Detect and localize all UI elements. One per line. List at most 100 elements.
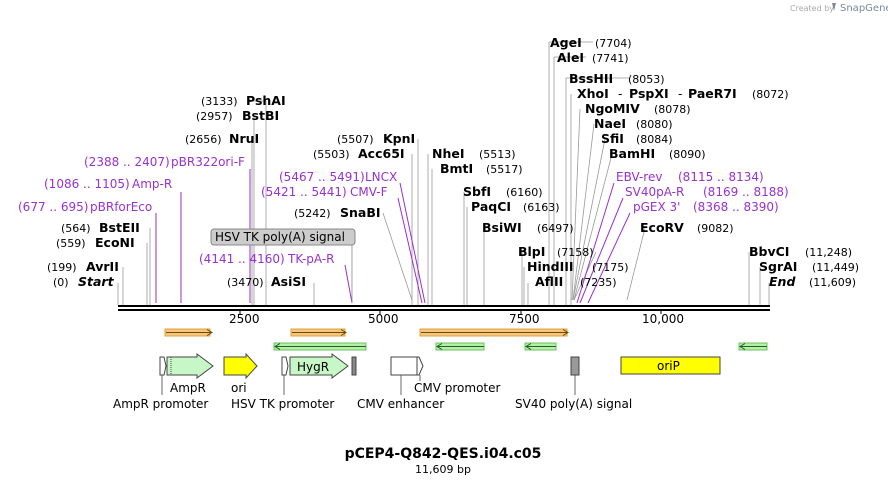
primer-pbr322ori-range: (2388 .. 2407) (84, 155, 170, 169)
feature-cmv-promoter[interactable]: CMV promoter (414, 381, 501, 395)
sv40-polya-shape[interactable] (570, 356, 580, 376)
site-agei[interactable]: AgeI (550, 35, 582, 50)
site-bbvci[interactable]: BbvCI (749, 244, 789, 259)
orip-shape[interactable] (620, 356, 721, 375)
site-xhoi-sep1: - (618, 87, 622, 101)
primer-sv40par[interactable]: SV40pA-R (625, 185, 684, 199)
site-end[interactable]: End (769, 274, 796, 289)
site-bsteii[interactable]: BstEII (99, 220, 140, 235)
primer-pbrforeco[interactable]: pBRforEco (90, 200, 152, 214)
site-bsshii[interactable]: BssHII (569, 71, 613, 86)
site-snabi[interactable]: SnaBI (340, 205, 381, 220)
site-snabi-pos: (5242) (294, 207, 331, 220)
feature-ampr[interactable]: AmpR (170, 381, 206, 395)
site-bstbi[interactable]: BstBI (242, 108, 279, 123)
ampr-promoter-shape[interactable] (159, 356, 167, 376)
site-afiii[interactable]: AflII (535, 274, 563, 289)
site-kpni[interactable]: KpnI (383, 131, 415, 146)
primer-labels: (2388 .. 2407) pBR322ori-F (1086 .. 1105… (18, 155, 789, 266)
site-avrii-pos: (199) (47, 261, 77, 274)
site-sfii[interactable]: SfiI (601, 131, 624, 146)
site-ecorv-pos: (9082) (697, 222, 734, 235)
site-naei-pos: (8080) (636, 118, 673, 131)
primer-pgex3[interactable]: pGEX 3' (633, 200, 680, 214)
feature-sv40[interactable]: SV40 poly(A) signal (515, 397, 632, 411)
site-acc65i[interactable]: Acc65I (358, 146, 405, 161)
hygr-shape[interactable] (289, 353, 349, 379)
cmv-promoter-shape[interactable] (416, 356, 424, 376)
site-xhoi-pos: (8072) (752, 88, 789, 101)
site-ngomiv[interactable]: NgoMIV (585, 101, 640, 116)
site-sbfi[interactable]: SbfI (463, 184, 491, 199)
primer-ebvrev[interactable]: EBV-rev (616, 170, 662, 184)
site-econi[interactable]: EcoNI (95, 235, 135, 250)
feature-ampr-promoter[interactable]: AmpR promoter (113, 397, 208, 411)
feature-ori[interactable]: ori (231, 381, 247, 395)
site-acc65i-pos: (5503) (313, 148, 350, 161)
site-blpi[interactable]: BlpI (518, 244, 545, 259)
site-bmti[interactable]: BmtI (440, 161, 473, 176)
site-bsshii-pos: (8053) (628, 73, 665, 86)
backbone (118, 305, 770, 314)
site-nhei[interactable]: NheI (432, 146, 465, 161)
site-paqci-pos: (6163) (523, 201, 560, 214)
site-pshai[interactable]: PshAI (246, 93, 286, 108)
primer-pbrforeco-range: (677 .. 695) (18, 200, 88, 214)
site-agei-pos: (7704) (595, 37, 632, 50)
site-naei[interactable]: NaeI (594, 116, 626, 131)
primer-cmvf[interactable]: CMV-F (350, 185, 388, 199)
site-alei[interactable]: AleI (557, 50, 584, 65)
cmv-enhancer-shape[interactable] (390, 356, 418, 376)
primer-tkpa[interactable]: TK-pA-R (287, 252, 335, 266)
ruler-5000: 5000 (368, 312, 399, 326)
site-hindiii-pos: (7175) (592, 261, 629, 274)
site-start[interactable]: Start (78, 274, 115, 289)
site-afiii-pos: (7235) (580, 276, 617, 289)
site-alei-pos: (7741) (592, 52, 629, 65)
hsv-tk-promoter-shape[interactable] (281, 356, 289, 376)
site-nhei-pos: (5513) (479, 148, 516, 161)
primer-cmvf-range: (5421 .. 5441) (261, 185, 347, 199)
site-nrui[interactable]: NruI (229, 131, 259, 146)
primer-lines (155, 169, 631, 304)
site-paer7i[interactable]: PaeR7I (688, 86, 737, 101)
site-bsteii-pos: (564) (61, 222, 91, 235)
primer-pbr322ori[interactable]: pBR322ori-F (171, 155, 245, 169)
site-labels: AgeI (7704) AleI (7741) BssHII (8053) Xh… (47, 35, 859, 289)
hsv-tk-polya-box[interactable] (210, 228, 356, 246)
primer-ampr-range: (1086 .. 1105) (44, 177, 130, 191)
site-sgrai[interactable]: SgrAI (759, 259, 797, 274)
site-bbvci-pos: (11,248) (805, 246, 852, 259)
primer-pgex3-range: (8368 .. 8390) (693, 200, 779, 214)
hsv-polya-shape[interactable] (351, 356, 357, 376)
site-bsiwi[interactable]: BsiWI (482, 220, 522, 235)
credit-text: Created by (790, 4, 834, 13)
site-bamhi[interactable]: BamHI (609, 146, 655, 161)
ori-shape[interactable] (223, 352, 258, 380)
site-ecorv[interactable]: EcoRV (640, 220, 684, 235)
primer-lncx[interactable]: LNCX (365, 170, 397, 184)
site-paqci[interactable]: PaqCI (471, 199, 511, 214)
plasmid-title: pCEP4-Q842-QES.i04.c05 (345, 446, 542, 462)
site-ngomiv-pos: (8078) (654, 103, 691, 116)
feature-orip[interactable]: oriP (657, 359, 680, 373)
site-xhoi[interactable]: XhoI (577, 86, 609, 101)
ampr-shape[interactable] (166, 353, 214, 379)
site-xhoi-sep2: - (678, 87, 682, 101)
feature-hygr[interactable]: HygR (297, 360, 329, 374)
site-bamhi-pos: (8090) (669, 148, 706, 161)
primer-tkpa-range: (4141 .. 4160) (199, 252, 285, 266)
site-hindiii[interactable]: HindIII (527, 259, 574, 274)
site-kpni-pos: (5507) (337, 133, 374, 146)
snapgene-logo: SnapGene (840, 3, 888, 14)
primer-ampr[interactable]: Amp-R (132, 177, 172, 191)
site-avrii[interactable]: AvrII (86, 259, 119, 274)
site-asisi[interactable]: AsiSI (271, 274, 306, 289)
site-econi-pos: (559) (56, 237, 86, 250)
feature-leaders (161, 375, 576, 395)
feature-hsv-promoter[interactable]: HSV TK promoter (231, 397, 334, 411)
site-pspxi[interactable]: PspXI (629, 86, 669, 101)
feature-cmv-enhancer[interactable]: CMV enhancer (357, 397, 444, 411)
